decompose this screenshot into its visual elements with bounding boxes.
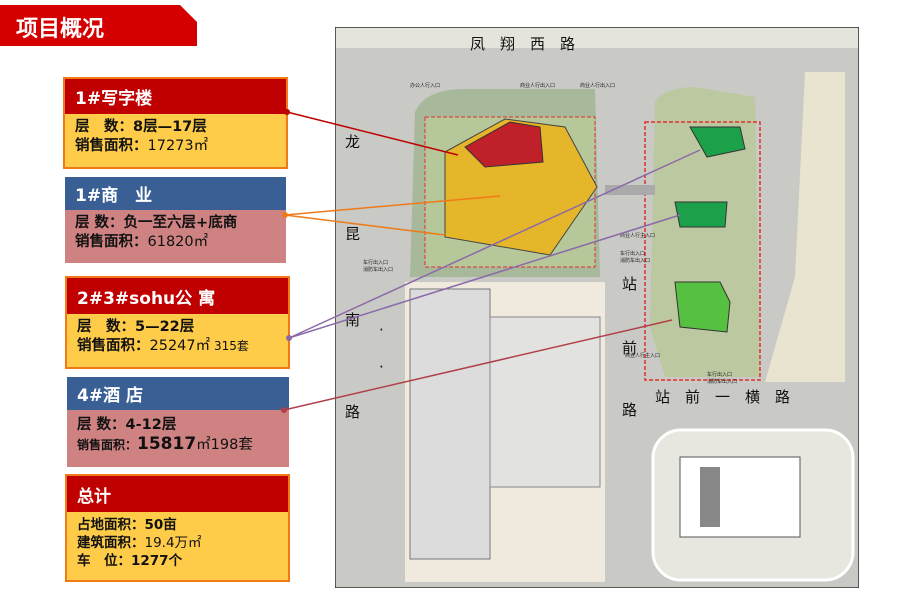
map-label: 消防车出入口 bbox=[707, 378, 737, 385]
road-top: 凤 翔 西 路 bbox=[470, 35, 575, 53]
road-left-char: 龙 bbox=[345, 133, 360, 151]
land-area: 占地面积：50亩 bbox=[77, 517, 177, 533]
area-value: 25247㎡ bbox=[149, 338, 211, 354]
map-label: 商业人行出入口 bbox=[520, 82, 555, 89]
sohu-connector bbox=[288, 149, 701, 339]
map-label: 车行出入口 bbox=[707, 371, 732, 378]
sohu-info-box: 2#3#sohu公 寓 层 数：5—22层销售面积：25247㎡ 315套 bbox=[65, 276, 290, 369]
floors: 层 数：5—22层 bbox=[77, 319, 195, 335]
map-label: 车行出入口 bbox=[363, 259, 388, 266]
area-label: 销售面积： bbox=[75, 138, 148, 154]
box-header: 总计 bbox=[67, 476, 288, 512]
map-label: 消防车出入口 bbox=[620, 257, 650, 264]
road-mid-char: 路 bbox=[622, 401, 637, 419]
hotel-info-box: 4#酒 店 层 数：4-12层销售面积：15817㎡198套 bbox=[67, 377, 289, 467]
road-left-char: 南 bbox=[345, 311, 360, 329]
area-label: 建筑面积： bbox=[77, 535, 145, 551]
road-labels: 凤 翔 西 路 龙 昆 南 · · 路 站 前 路 站 前 一 横 路 bbox=[345, 35, 790, 421]
box-header: 1#写字楼 bbox=[65, 79, 286, 114]
area-value: 61820㎡ bbox=[147, 234, 209, 250]
area-label: 销售面积： bbox=[77, 438, 138, 452]
map-label: 消防车出入口 bbox=[363, 266, 393, 273]
map-label: 车行出入口 bbox=[620, 250, 645, 257]
area-label: 销售面积： bbox=[75, 234, 148, 250]
road-left-char: 昆 bbox=[345, 225, 360, 243]
slide-title: 项目概况 bbox=[0, 5, 197, 46]
road-left-char: 路 bbox=[345, 403, 360, 421]
site-plan-map: 凤 翔 西 路 龙 昆 南 · · 路 站 前 路 站 前 一 横 路 办公人行… bbox=[335, 27, 859, 588]
area-value: 15817 bbox=[137, 434, 197, 454]
map-label: 商业人行主入口 bbox=[625, 352, 660, 359]
floors: 层 数：负一至六层+底商 bbox=[75, 215, 238, 231]
floors: 层 数：4-12层 bbox=[77, 417, 177, 433]
box-header: 4#酒 店 bbox=[67, 377, 289, 410]
box-header: 2#3#sohu公 寓 bbox=[67, 278, 288, 314]
office-info-box: 1#写字楼 层 数：8层—17层销售面积：17273㎡ bbox=[63, 77, 288, 169]
area-label: 销售面积： bbox=[77, 338, 150, 354]
unit-count: 315套 bbox=[210, 339, 249, 353]
road-mid-char: 前 bbox=[622, 339, 637, 357]
parking: 车 位：1277个 bbox=[77, 553, 183, 569]
area-value: 19.4万㎡ bbox=[144, 535, 202, 551]
road-mid-char: 站 bbox=[622, 275, 637, 293]
map-label: 办公人行入口 bbox=[410, 82, 440, 89]
floors: 层 数：8层—17层 bbox=[75, 119, 207, 135]
road-bottom: 站 前 一 横 路 bbox=[655, 388, 790, 406]
map-label: 商业人行主入口 bbox=[620, 232, 655, 239]
hotel-connector bbox=[283, 319, 673, 411]
commercial-info-box: 1#商 业 层 数：负一至六层+底商销售面积：61820㎡ bbox=[65, 177, 286, 263]
box-header: 1#商 业 bbox=[65, 177, 286, 210]
map-label: 商业人行出入口 bbox=[580, 82, 615, 89]
road-left-char: · bbox=[379, 321, 384, 339]
area-value: 17273㎡ bbox=[147, 138, 209, 154]
road-left-char: · bbox=[379, 358, 384, 376]
unit-count: ㎡198套 bbox=[196, 437, 253, 453]
office-connector bbox=[286, 111, 459, 156]
commercial-connector bbox=[284, 195, 501, 216]
